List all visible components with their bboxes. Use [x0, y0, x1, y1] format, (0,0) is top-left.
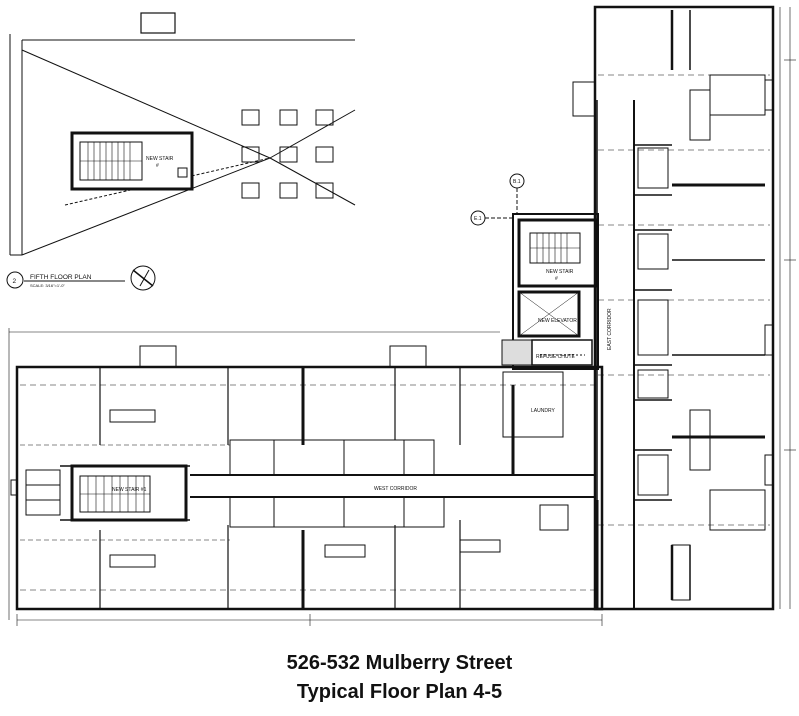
core-rooms: [470, 173, 598, 366]
building-outline: [10, 5, 775, 611]
west-wing-walls: [20, 367, 599, 609]
floor-plan-drawing: NEW STAIR # 2 FIFTH FLOOR PLAN SCALE: 3/…: [6, 5, 796, 626]
stair-2-number: #: [555, 276, 558, 282]
fifth-floor-plan: [6, 12, 356, 291]
grid-bubble-b1: B.1: [513, 179, 521, 185]
elevator-label: NEW ELEVATOR: [538, 318, 577, 324]
caption-subtitle: Typical Floor Plan 4-5: [296, 681, 503, 703]
fifth-floor-plan-scale: SCALE: 3/16"=1'-0": [30, 283, 65, 288]
east-wing-walls: [596, 10, 774, 610]
fifth-floor-stair-number: #: [156, 163, 159, 169]
west-corridor-label: WEST CORRIDOR: [374, 486, 417, 492]
fifth-floor-stair-label: NEW STAIR: [146, 156, 174, 162]
dimension-lines: [8, 7, 796, 626]
fifth-floor-plan-number: 2: [13, 278, 17, 285]
east-corridor-label: EAST CORRIDOR: [607, 308, 613, 350]
stair-2-label: NEW STAIR: [546, 269, 574, 275]
laundry-label: LAUNDRY: [531, 408, 555, 414]
grid-bubble-e1: E.1: [474, 216, 482, 222]
stair-1-label: NEW STAIR #1: [112, 487, 147, 493]
caption-title: 526-532 Mulberry Street: [286, 652, 513, 674]
refuse-chute-label: REFUSE CHUTE: [536, 354, 576, 360]
fifth-floor-plan-title: FIFTH FLOOR PLAN: [30, 274, 92, 281]
